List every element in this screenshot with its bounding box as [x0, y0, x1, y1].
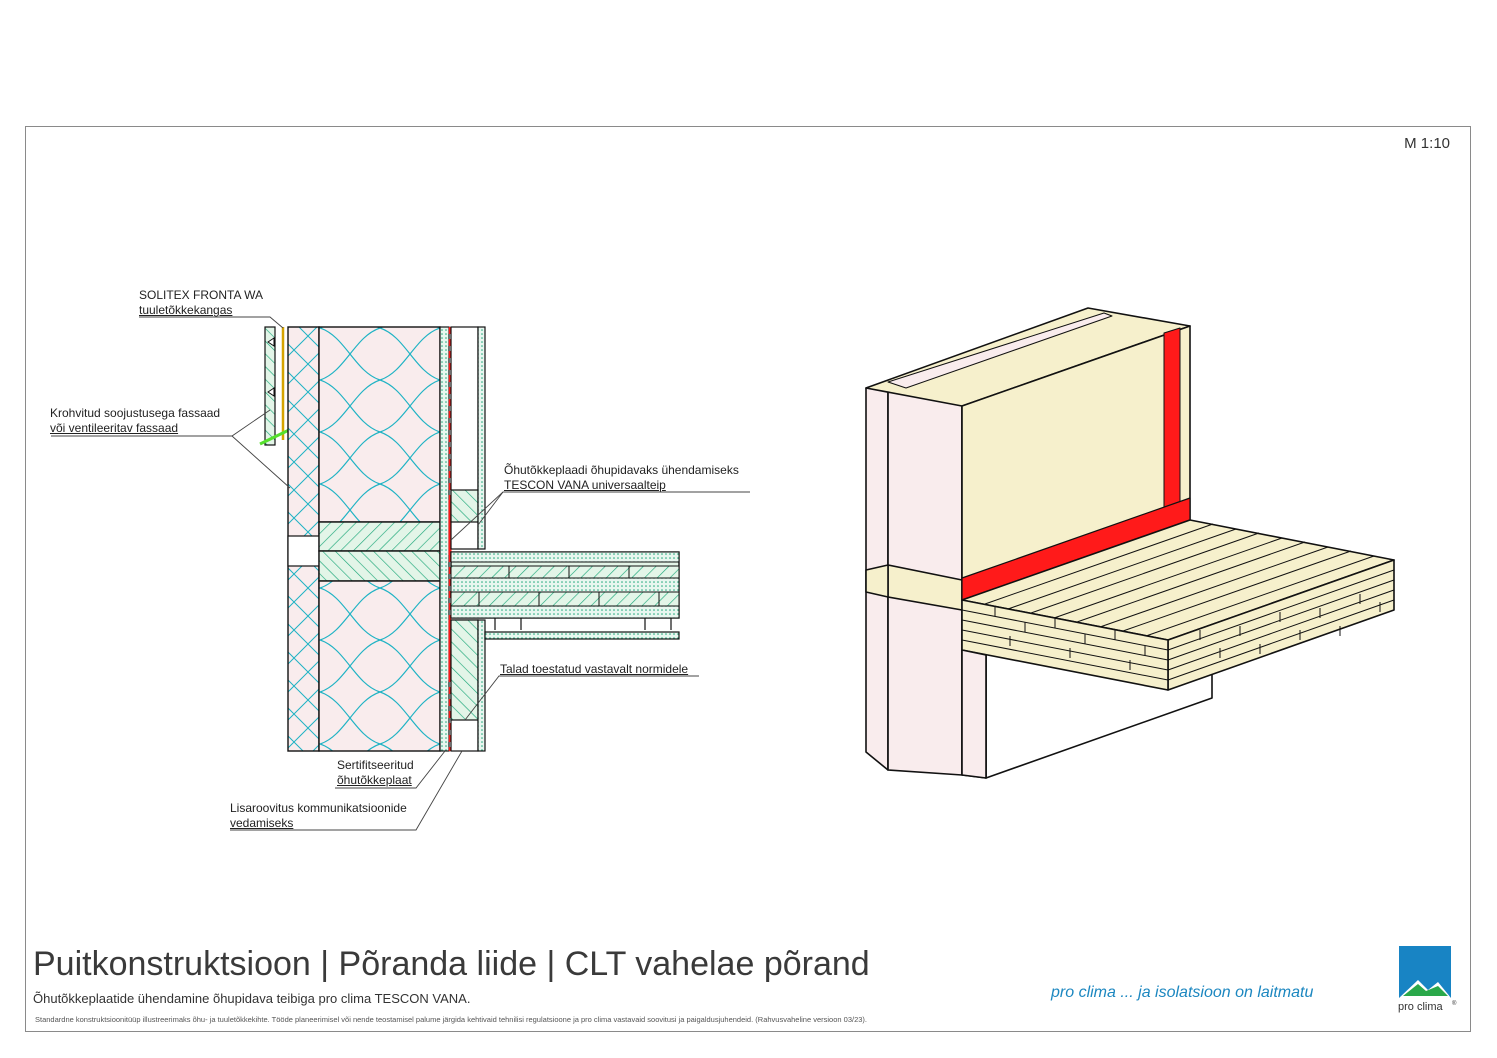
- insulation-upper: [318, 326, 441, 523]
- airtight-board: [439, 326, 450, 752]
- svg-text:®: ®: [1452, 1000, 1457, 1007]
- facade-flashing: [259, 428, 290, 446]
- tape-vertical: [1163, 327, 1181, 526]
- label-solitex-line2: tuuletõkkekangas: [139, 303, 233, 317]
- label-beams-line1: Talad toestatud vastavalt normidele: [500, 662, 689, 676]
- clt-slab-section: [450, 551, 680, 640]
- facade-cladding: [264, 326, 276, 446]
- clt-plank-lines: [961, 523, 1395, 681]
- label-board-line2: õhutõkkeplaat: [337, 773, 412, 787]
- facade-clips: [267, 337, 275, 397]
- label-solitex-line1: SOLITEX FRONTA WA: [139, 288, 264, 302]
- label-batten: Lisaroovitus kommunikatsioonide vedamise…: [230, 801, 407, 831]
- inner-board-lower: [477, 619, 486, 752]
- brand-name: pro clima: [1398, 1001, 1443, 1013]
- label-tape: Õhutõkkeplaadi õhupidavaks ühendamiseks …: [504, 463, 739, 493]
- inner-board-upper: [477, 326, 486, 550]
- brand-slogan: pro clima ... ja isolatsioon on laitmatu: [1051, 984, 1314, 1001]
- label-board: Sertifitseeritud õhutõkkeplaat: [337, 758, 414, 788]
- disclaimer-text: Standardne konstruktsioonitüüp illustree…: [35, 1015, 868, 1024]
- page-title: Puitkonstruktsioon | Põranda liide | CLT…: [33, 945, 870, 983]
- isometric-view: [865, 307, 1395, 779]
- support-beam: [450, 619, 479, 721]
- bottom-plate: [318, 550, 441, 582]
- pro-clima-logo-icon: ®: [1399, 946, 1457, 1007]
- label-beams: Talad toestatud vastavalt normidele: [500, 662, 688, 677]
- label-tape-line1: Õhutõkkeplaadi õhupidavaks ühendamiseks: [504, 463, 739, 477]
- label-solitex: SOLITEX FRONTA WA tuuletõkkekangas: [139, 288, 263, 318]
- fibre-board-gap: [287, 535, 320, 567]
- label-tape-line2: TESCON VANA universaalteip: [504, 478, 666, 492]
- insulation-lower: [318, 580, 441, 752]
- clt-side-edge: [961, 599, 1169, 691]
- label-batten-line2: vedamiseks: [230, 816, 294, 830]
- section-detail: [51, 316, 750, 831]
- top-plate: [318, 521, 441, 552]
- label-facade: Krohvitud soojustusega fassaad või venti…: [50, 406, 220, 436]
- page-subtitle: Õhutõkkeplaatide ühendamine õhupidava te…: [33, 991, 471, 1006]
- label-batten-line1: Lisaroovitus kommunikatsioonide: [230, 801, 407, 815]
- scale-label: M 1:10: [1404, 135, 1450, 152]
- label-facade-line2: või ventileeritav fassaad: [50, 421, 179, 435]
- batten-upper: [450, 489, 479, 523]
- ceiling-board: [484, 631, 680, 640]
- label-board-line1: Sertifitseeritud: [337, 758, 414, 772]
- leader-lines: [51, 316, 750, 831]
- label-facade-line1: Krohvitud soojustusega fassaad: [50, 406, 221, 420]
- drawing-sheet: M 1:10 SOLITEX FRONTA WA tuuletõkkekanga…: [25, 126, 1471, 1032]
